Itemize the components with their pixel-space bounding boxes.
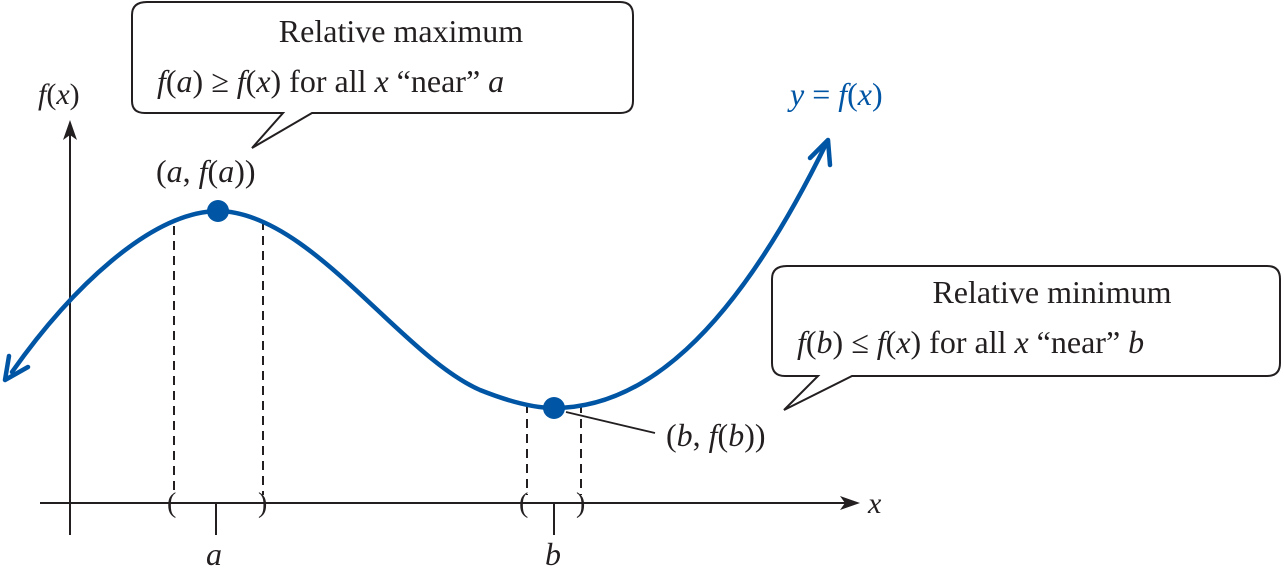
min-point-leader-line: [565, 411, 656, 434]
y-axis-label: f(x): [38, 78, 80, 111]
interval-open-a: (: [167, 488, 176, 519]
min-callout-box: [771, 265, 1281, 411]
tick-label-a: a: [206, 536, 222, 569]
interval-close-a: ): [258, 488, 267, 519]
min-callout-title: Relative minimum: [932, 274, 1171, 310]
relative-maximum-point: [207, 200, 229, 222]
relative-maximum-callout: Relative maximum f(a) ≥ f(x) for all x “…: [131, 1, 634, 149]
relative-minimum-callout: Relative minimum f(b) ≤ f(x) for all x “…: [771, 265, 1281, 411]
curve-equation-label: y = f(x): [787, 76, 883, 112]
y-axis-arrowhead-icon: [63, 120, 77, 140]
max-callout-box: [131, 1, 634, 149]
curve-left-arrowhead-icon: [2, 353, 31, 383]
interval-guides: [173, 221, 582, 495]
curve-right-arrowhead-icon: [807, 137, 833, 168]
min-callout-condition: f(b) ≤ f(x) for all x “near” b: [797, 324, 1144, 360]
relative-minimum-point: [543, 397, 565, 419]
max-point-label: (a, f(a)): [156, 153, 256, 189]
interval-close-b: ): [576, 488, 585, 519]
max-callout-condition: f(a) ≥ f(x) for all x “near” a: [157, 63, 504, 99]
function-curve: [9, 141, 829, 411]
max-callout-title: Relative maximum: [279, 13, 524, 49]
axes: [40, 120, 860, 535]
min-point-label: (b, f(b)): [666, 417, 766, 453]
x-axis-arrowhead-icon: [840, 496, 860, 510]
x-axis-label: x: [867, 487, 882, 520]
tick-label-b: b: [545, 536, 561, 569]
interval-open-b: (: [519, 488, 528, 519]
